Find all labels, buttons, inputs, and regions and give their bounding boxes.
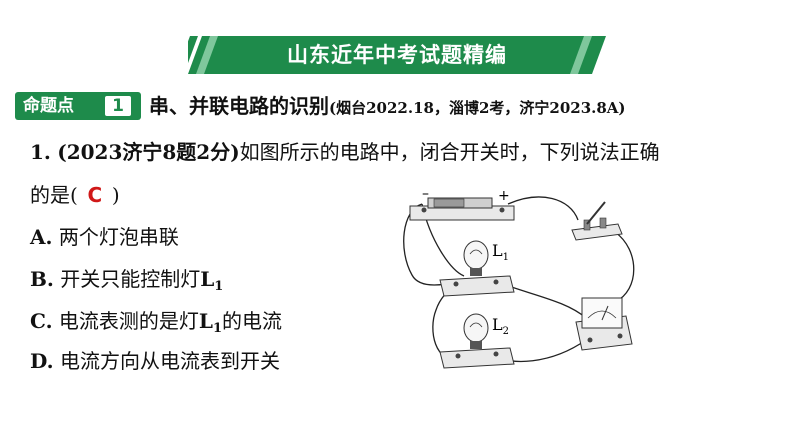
badge-label: 命题点: [23, 96, 74, 116]
question-source: (2023济宁8题2分): [57, 140, 240, 164]
battery-minus-label: –: [422, 186, 429, 202]
wire: [507, 196, 579, 221]
option-symbol: L: [198, 309, 213, 333]
battery-plus-label: +: [498, 188, 510, 204]
answer-letter: C: [87, 183, 103, 207]
option-text: 开关只能控制灯: [60, 267, 201, 291]
option-letter: C.: [30, 309, 53, 333]
question-stem-line2: 的是( C): [30, 180, 120, 210]
ammeter: [575, 297, 633, 351]
topic-title: 串、并联电路的识别(烟台2022.18，淄博2考，济宁2023.8A): [149, 90, 626, 124]
switch: [571, 201, 623, 241]
wire: [614, 231, 635, 303]
option-text: 两个灯泡串联: [58, 225, 179, 249]
question-stem-suffix: ): [111, 183, 120, 207]
option-b: B. 开关只能控制灯L1: [30, 264, 223, 302]
question-number: 1.: [30, 140, 51, 164]
banner-title: 山东近年中考试题精编: [287, 43, 507, 67]
option-letter: D.: [30, 349, 54, 373]
badge-number: 1: [105, 96, 131, 116]
option-a: A. 两个灯泡串联: [30, 222, 179, 252]
topic-badge: 命题点 1: [15, 92, 141, 120]
lamp-l2: [439, 313, 515, 369]
option-subscript: 1: [212, 321, 222, 336]
option-letter: A.: [30, 225, 53, 249]
option-letter: B.: [30, 267, 54, 291]
topic-source: (烟台2022.18，淄博2考，济宁2023.8A): [329, 99, 626, 117]
question-stem-prefix: 的是(: [30, 183, 78, 207]
option-c: C. 电流表测的是灯L1的电流: [30, 306, 282, 344]
question-stem-text: 如图所示的电路中，闭合开关时，下列说法正确: [239, 140, 660, 164]
lamp-l1-label: L1: [492, 241, 509, 263]
topic-header: 命题点 1 串、并联电路的识别(烟台2022.18，淄博2考，济宁2023.8A…: [15, 90, 785, 122]
option-subscript: 1: [214, 279, 224, 294]
lamp-l2-label: L2: [492, 315, 509, 337]
option-text: 电流表测的是灯: [58, 309, 199, 333]
option-text-tail: 的电流: [222, 309, 282, 333]
battery: [409, 197, 515, 221]
topic-title-text: 串、并联电路的识别: [149, 94, 329, 118]
circuit-diagram: – + L1 L2: [403, 186, 635, 369]
section-banner: 山东近年中考试题精编: [188, 36, 606, 74]
option-symbol: L: [200, 267, 215, 291]
banner-background: [188, 36, 606, 74]
option-text: 电流方向从电流表到开关: [59, 349, 280, 373]
option-d: D. 电流方向从电流表到开关: [30, 346, 280, 376]
lamp-l1: [439, 240, 515, 297]
question-stem-line1: 1. (2023济宁8题2分)如图所示的电路中，闭合开关时，下列说法正确: [30, 137, 660, 167]
